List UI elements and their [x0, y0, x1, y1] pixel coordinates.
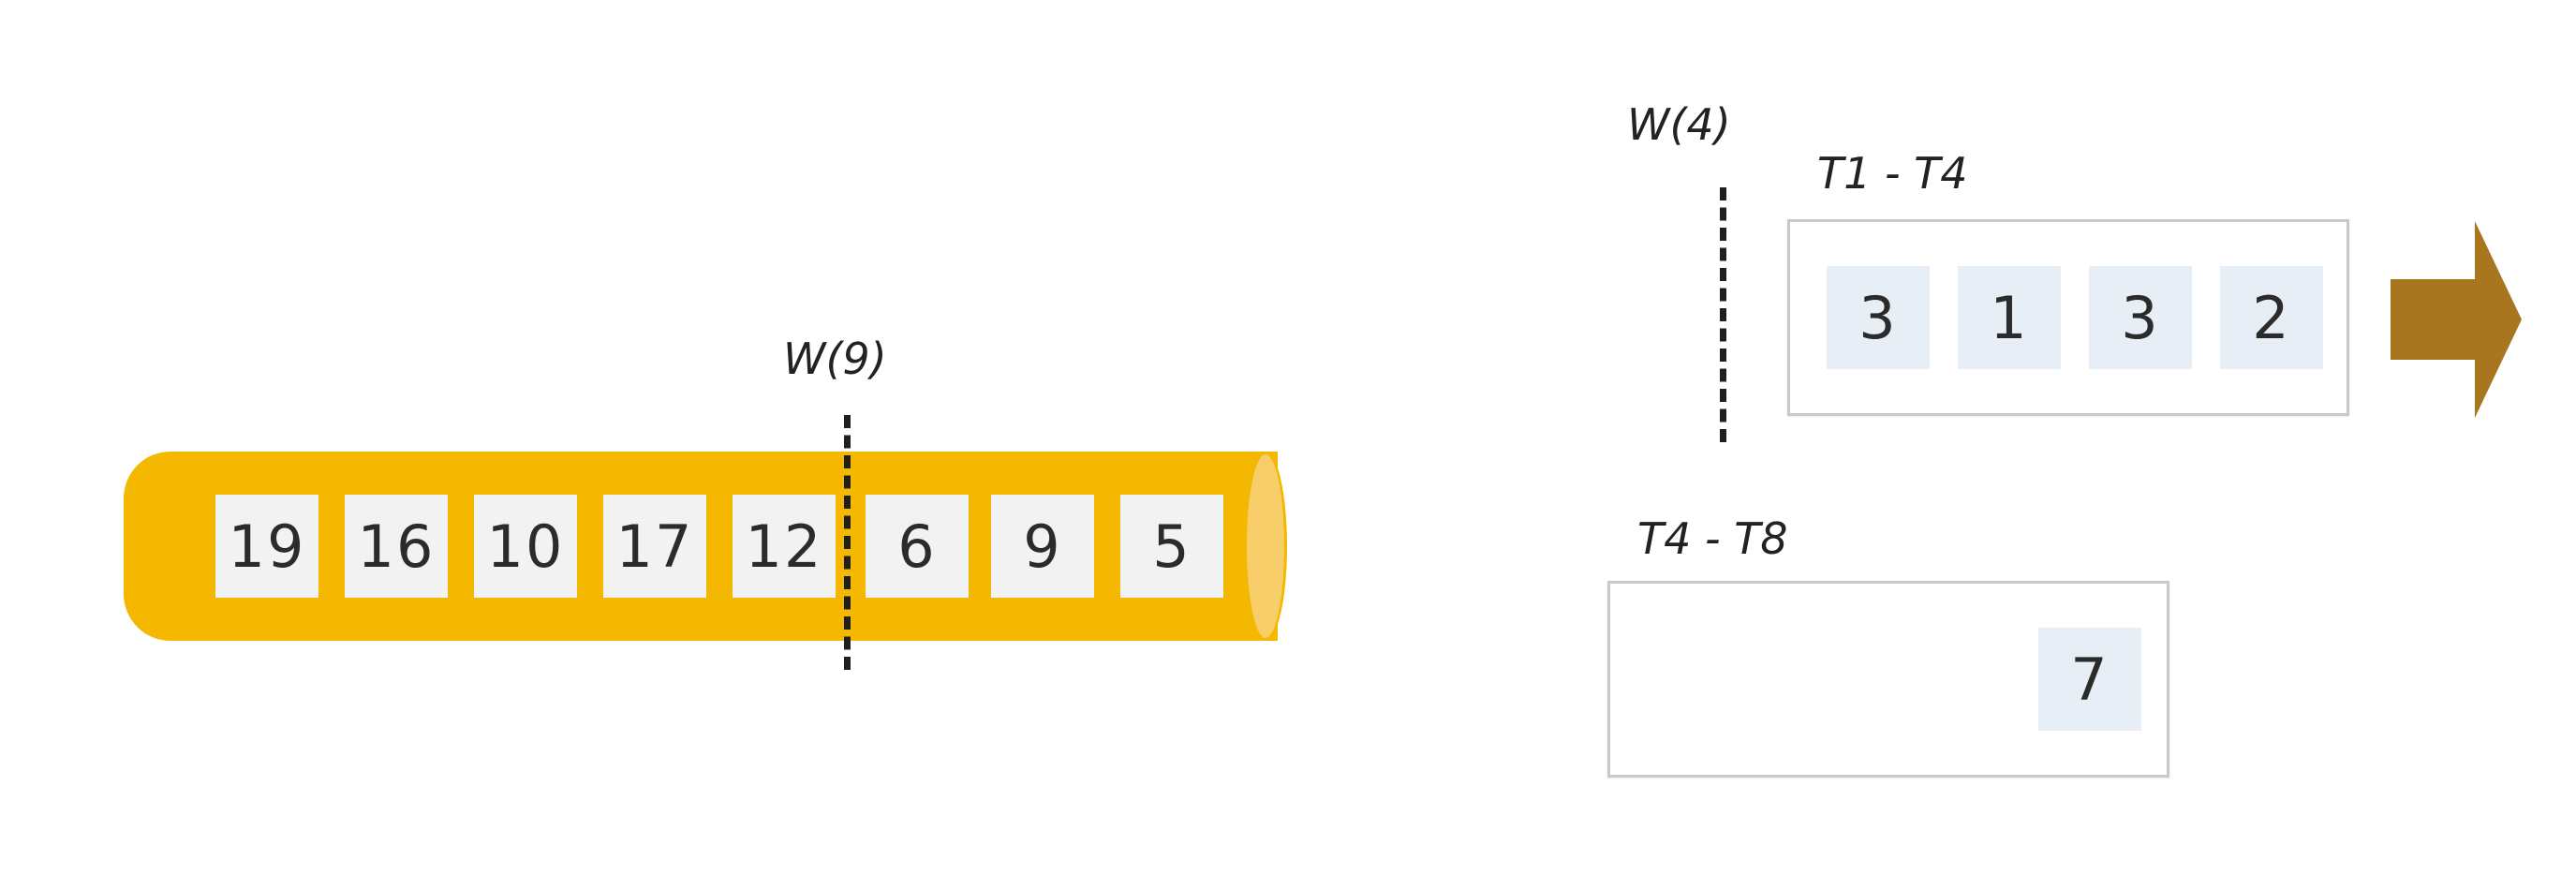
window-watermark-label: W(4) — [1627, 99, 1731, 150]
window-value: 3 — [1827, 266, 1930, 369]
stream-element: 9 — [991, 495, 1094, 598]
stream-element: 12 — [733, 495, 836, 598]
window-watermark-line — [1720, 187, 1726, 442]
stream-watermark-line — [844, 415, 851, 670]
stream-pipe-end — [1244, 452, 1287, 641]
window-value: 3 — [2089, 266, 2192, 369]
stream-watermark-label: W(9) — [783, 334, 887, 384]
window-value: 2 — [2220, 266, 2323, 369]
stream-element: 16 — [345, 495, 448, 598]
window-label-t1-t4: T1 - T4 — [1817, 148, 1968, 199]
window-value: 7 — [2038, 628, 2141, 731]
stream-element: 6 — [866, 495, 969, 598]
stream-element: 17 — [603, 495, 706, 598]
stream-element: 5 — [1120, 495, 1223, 598]
right-arrow-icon — [2391, 221, 2522, 418]
window-label-t4-t8: T4 - T8 — [1637, 513, 1788, 564]
stream-element: 10 — [474, 495, 577, 598]
stream-element: 19 — [215, 495, 318, 598]
window-value: 1 — [1958, 266, 2061, 369]
